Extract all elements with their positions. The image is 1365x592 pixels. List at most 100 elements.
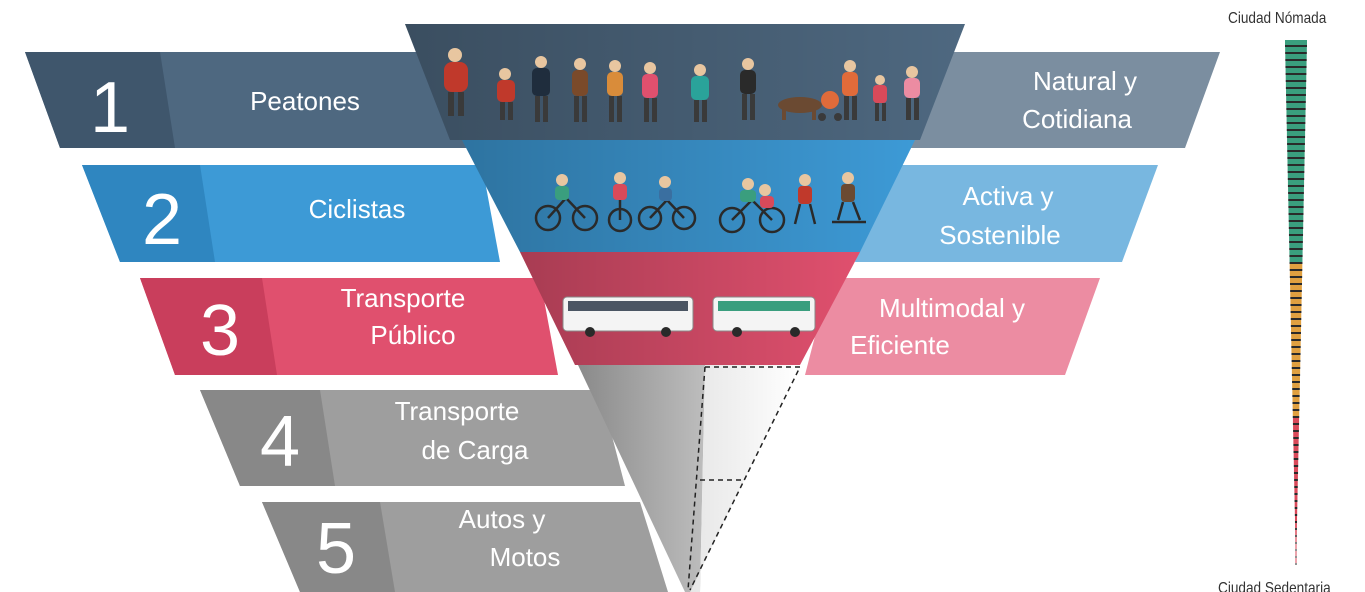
scale-stripe-gap — [1291, 360, 1301, 362]
scale-stripe-gap — [1295, 563, 1297, 565]
scale-stripe — [1287, 138, 1305, 143]
lower-funnel — [578, 365, 802, 592]
scale-stripe-gap — [1286, 136, 1306, 138]
scale-stripe-gap — [1294, 521, 1298, 523]
level-2-band — [82, 140, 1158, 262]
scale-stripe — [1290, 320, 1302, 325]
scale-stripe — [1286, 96, 1306, 101]
pedestrian-figure — [532, 56, 550, 122]
scale-stripe-gap — [1285, 80, 1307, 82]
scale-stripe — [1288, 222, 1304, 227]
scale-stripe — [1288, 215, 1304, 220]
scale-stripe-gap — [1289, 241, 1303, 243]
scale-stripe — [1286, 117, 1306, 122]
scale-stripe — [1289, 257, 1303, 262]
scale-stripe — [1293, 460, 1299, 465]
scale-stripe — [1285, 40, 1307, 45]
scale-stripe-gap — [1288, 220, 1304, 222]
scale-stripe-gap — [1290, 318, 1302, 320]
scale-stripe-gap — [1289, 283, 1303, 285]
level-1-mode-label: Peatones — [250, 86, 360, 116]
scale-stripe-gap — [1293, 437, 1299, 439]
scale-stripe — [1291, 341, 1301, 346]
scale-stripe — [1289, 243, 1303, 248]
scale-stripe-gap — [1288, 192, 1304, 194]
scale-stripe-gap — [1292, 416, 1300, 418]
level-2-mode-label: Ciclistas — [309, 194, 406, 224]
level-5-mode-label-line-1: Autos y — [459, 504, 546, 534]
bus-icon — [712, 296, 816, 337]
scale-stripe-gap — [1290, 290, 1302, 292]
scale-stripe-gap — [1285, 73, 1307, 75]
scale-stripe — [1290, 306, 1302, 311]
scale-stripe-gap — [1285, 66, 1307, 68]
scale-stripe — [1292, 390, 1300, 395]
runner-with-dogs-icon — [740, 58, 920, 121]
scale-stripe-gap — [1286, 129, 1306, 131]
scale-stripe-gap — [1294, 507, 1298, 509]
scale-stripe — [1291, 362, 1301, 367]
scale-stripe-gap — [1293, 458, 1299, 460]
level-1-quality-line-1: Natural y — [1033, 66, 1137, 96]
scale-stripe-gap — [1291, 346, 1301, 348]
scale-stripe — [1287, 159, 1305, 164]
level-2-number: 2 — [142, 180, 182, 260]
scale-stripe-gap — [1286, 94, 1306, 96]
scale-stripe-gap — [1292, 409, 1300, 411]
scale-stripe-gap — [1285, 87, 1307, 89]
level-4-band — [200, 390, 625, 486]
scale-stripe-gap — [1287, 164, 1305, 166]
scale-stripe — [1292, 383, 1300, 388]
scale-stripe-gap — [1286, 115, 1306, 117]
scale-stripe — [1287, 166, 1305, 171]
level-5-band — [262, 502, 668, 592]
level-3-mode-label-line-2: Público — [370, 320, 455, 350]
scale-stripe — [1295, 530, 1297, 535]
pedestrians-icon — [444, 48, 709, 122]
skater-figure — [832, 172, 866, 224]
scale-stripe-gap — [1291, 353, 1301, 355]
scale-stripe — [1285, 54, 1307, 59]
scale-stripe — [1286, 131, 1306, 136]
scale-stripe — [1293, 467, 1299, 472]
level-4-mode-label-line-2: de Carga — [422, 435, 529, 465]
scale-stripe — [1287, 152, 1305, 157]
level-4-number: 4 — [260, 402, 300, 482]
scale-stripe-gap — [1295, 528, 1297, 530]
scale-stripe — [1292, 397, 1300, 402]
scale-stripe — [1294, 488, 1298, 493]
scale-stripe-gap — [1292, 381, 1300, 383]
scale-top-label: Ciudad Nómada — [1228, 10, 1327, 27]
level-1-number: 1 — [90, 68, 130, 148]
scale-stripe-gap — [1294, 514, 1298, 516]
scale-stripe-gap — [1295, 556, 1297, 558]
scale-stripe — [1285, 61, 1307, 66]
scale-stripe-gap — [1290, 304, 1302, 306]
scale-stripe — [1289, 236, 1303, 241]
scale-stripe-gap — [1291, 374, 1301, 376]
scale-stripe-gap — [1289, 255, 1303, 257]
scale-stripe-gap — [1295, 542, 1297, 544]
pedestrian-figure — [444, 48, 468, 116]
scale-stripe-gap — [1294, 479, 1298, 481]
city-scale-bar — [1285, 40, 1307, 565]
level-3-mode-label-line-1: Transporte — [341, 283, 466, 313]
level-4-number-tab — [200, 390, 335, 486]
pedestrian-figure — [497, 68, 515, 120]
scale-stripe — [1292, 376, 1300, 381]
scale-stripe — [1285, 47, 1307, 52]
scale-stripe — [1287, 173, 1305, 178]
level-2-right-band — [855, 165, 1158, 262]
scale-stripe — [1291, 355, 1301, 360]
dog-figure — [778, 97, 822, 120]
scale-stripe-gap — [1287, 143, 1305, 145]
scale-stripe — [1288, 201, 1304, 206]
scale-stripe-gap — [1294, 486, 1298, 488]
scale-stripe-gap — [1287, 157, 1305, 159]
pedestrian-figure — [642, 62, 658, 122]
level-3-quality-line-1: Multimodal y — [879, 293, 1025, 323]
level-1-right-band — [905, 52, 1220, 148]
level-3-quality-line-2: Eficiente — [850, 330, 950, 360]
scale-stripe — [1292, 411, 1300, 416]
